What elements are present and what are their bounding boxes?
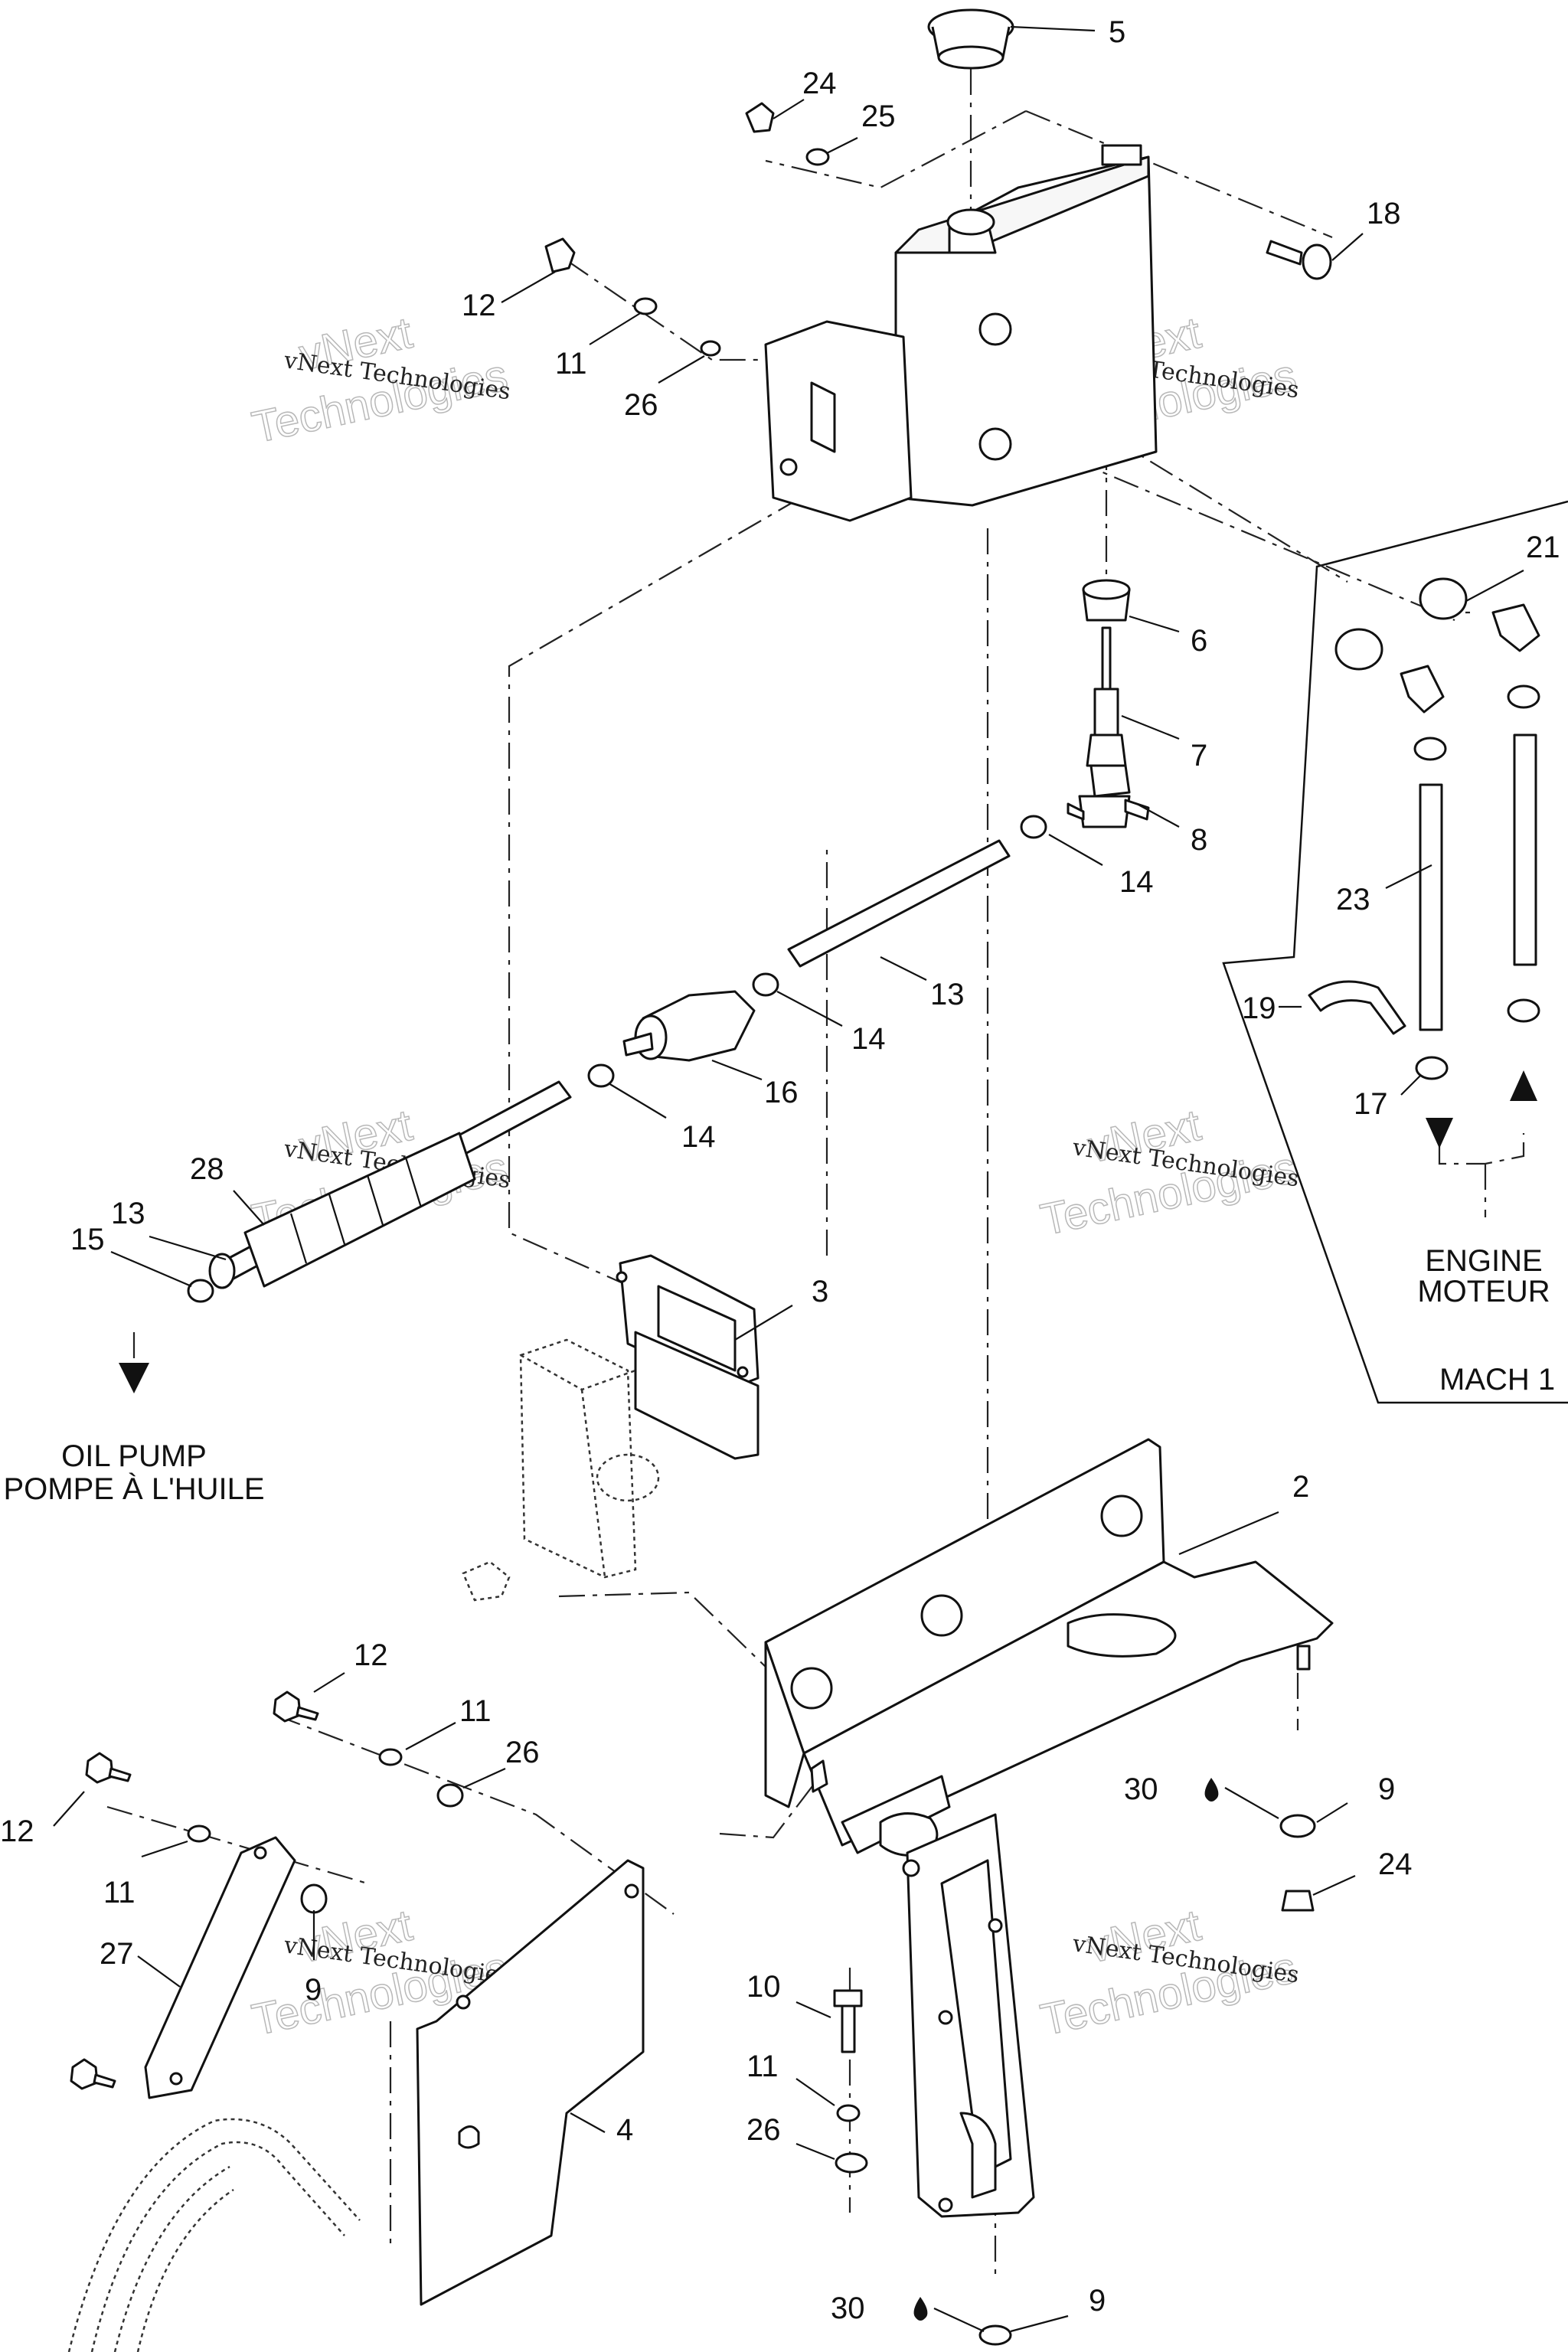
pompe-huile-label: POMPE À L'HUILE xyxy=(3,1472,264,1506)
callout-13: 13 xyxy=(930,978,965,1011)
oil-hose-upper xyxy=(787,839,1011,968)
bracket-4 xyxy=(416,1859,645,2306)
oil-tank xyxy=(764,144,1158,522)
mach1-region-outline xyxy=(1222,500,1568,1404)
callout-3: 3 xyxy=(812,1275,828,1308)
callout-16: 16 xyxy=(764,1076,799,1109)
pickup-assembly xyxy=(1067,579,1150,828)
callout-2: 2 xyxy=(1292,1470,1309,1504)
flow-arrow-icon xyxy=(119,1070,1537,1393)
hose-clamp xyxy=(1020,815,1047,839)
callout-11: 11 xyxy=(459,1694,492,1728)
callout-14: 14 xyxy=(681,1120,716,1154)
callout-14: 14 xyxy=(851,1022,886,1056)
callout-11: 11 xyxy=(555,347,587,381)
callout-23: 23 xyxy=(1336,883,1370,916)
exhaust-ghost xyxy=(67,2118,361,2352)
callout-12: 12 xyxy=(0,1815,34,1848)
bracket-27 xyxy=(144,1836,296,2099)
tank-hardware xyxy=(544,102,1332,357)
callout-12: 12 xyxy=(354,1638,388,1672)
oil-drop-icon xyxy=(913,2297,928,2321)
engine-label: ENGINE xyxy=(1425,1244,1542,1278)
callout-19: 19 xyxy=(1242,991,1276,1025)
callout-24: 24 xyxy=(802,67,837,100)
callout-9: 9 xyxy=(1378,1772,1395,1806)
callout-26: 26 xyxy=(746,2113,781,2147)
callout-9: 9 xyxy=(1089,2284,1106,2318)
hose-clamp xyxy=(587,1063,615,1088)
fasteners xyxy=(70,1645,1316,2346)
callout-15: 15 xyxy=(70,1223,105,1256)
hose-clamp xyxy=(752,972,779,997)
leader-lines xyxy=(53,25,1524,2333)
callout-25: 25 xyxy=(861,100,896,133)
callout-9: 9 xyxy=(305,1973,322,2007)
callout-30: 30 xyxy=(1124,1772,1158,1806)
callout-numbers: 5 24 25 18 12 11 26 21 6 7 8 14 23 13 14… xyxy=(0,15,1560,2325)
callout-4: 4 xyxy=(616,2113,633,2147)
callout-11: 11 xyxy=(103,1876,136,1909)
callout-13: 13 xyxy=(111,1197,145,1230)
callout-26: 26 xyxy=(505,1736,540,1769)
callout-5: 5 xyxy=(1109,15,1125,49)
callout-28: 28 xyxy=(190,1152,224,1186)
mach1-fittings xyxy=(1308,577,1540,1080)
oil-pump-label: OIL PUMP xyxy=(61,1439,207,1473)
callout-24: 24 xyxy=(1378,1847,1413,1881)
electrical-box-ghost xyxy=(462,1338,660,1602)
callout-17: 17 xyxy=(1354,1087,1388,1121)
callout-27: 27 xyxy=(100,1937,134,1971)
callout-8: 8 xyxy=(1191,823,1207,857)
oil-hose-lower xyxy=(187,1080,572,1303)
tank-cap xyxy=(927,8,1014,70)
mach1-label: MACH 1 xyxy=(1439,1363,1555,1396)
callout-21: 21 xyxy=(1526,531,1560,564)
moteur-label: MOTEUR xyxy=(1417,1275,1550,1308)
oil-drop-icon xyxy=(1204,1778,1219,1802)
callout-7: 7 xyxy=(1191,739,1207,773)
inline-filter xyxy=(622,990,756,1062)
mounting-bracket-3 xyxy=(616,1254,760,1460)
diagram-labels: ENGINE MOTEUR MACH 1 OIL PUMP POMPE À L'… xyxy=(3,1244,1555,1506)
callout-11: 11 xyxy=(746,2050,779,2083)
callout-30: 30 xyxy=(831,2292,865,2325)
callout-10: 10 xyxy=(746,1970,781,2004)
callout-26: 26 xyxy=(624,388,658,422)
support-frame-2 xyxy=(764,1438,1334,2218)
callout-14: 14 xyxy=(1119,865,1154,899)
callout-18: 18 xyxy=(1367,197,1401,230)
callout-12: 12 xyxy=(462,289,496,322)
callout-6: 6 xyxy=(1191,624,1207,658)
